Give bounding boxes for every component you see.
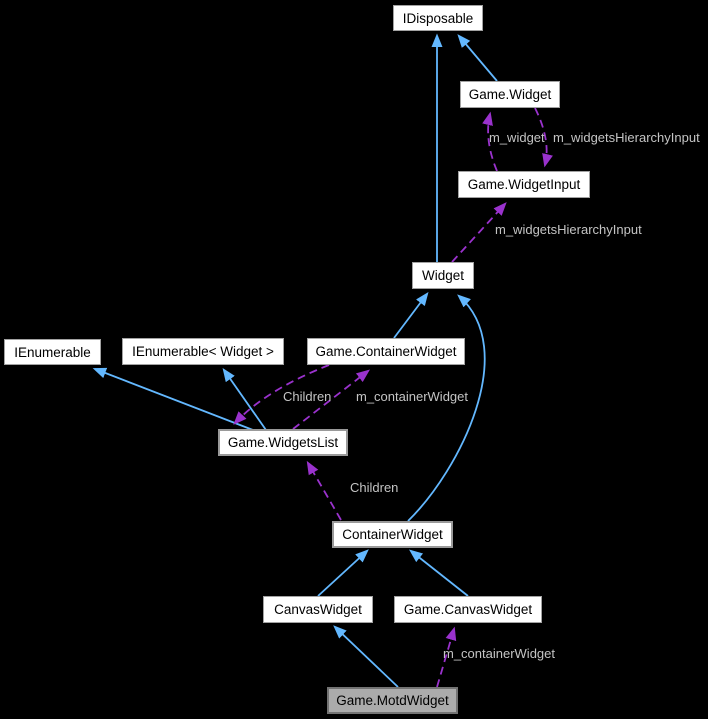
node-game-containerwidget[interactable]: Game.ContainerWidget	[307, 338, 465, 365]
edge-m-widget	[482, 111, 498, 172]
edge-m-widgetshierarchyinput-top	[534, 107, 553, 168]
edge-label-children-lower: Children	[350, 480, 399, 495]
edge-label-m-containerwidget-lower: m_containerWidget	[443, 646, 555, 661]
edge-m-widgetshierarchyinput-mid	[451, 202, 507, 263]
edge-game-widget-to-idisposable	[457, 34, 498, 82]
edge-m-containerwidget-upper	[292, 369, 370, 430]
edge-label-m-containerwidget-upper: m_containerWidget	[356, 389, 468, 404]
node-idisposable[interactable]: IDisposable	[393, 5, 483, 31]
node-game-widgetslist[interactable]: Game.WidgetsList	[218, 429, 348, 456]
node-game-motdwidget: Game.MotdWidget	[327, 687, 458, 714]
edge-children-lower	[306, 460, 342, 521]
node-game-widget[interactable]: Game.Widget	[460, 81, 560, 108]
node-widget[interactable]: Widget	[412, 262, 474, 289]
edge-canvaswidget-to-containerwidget	[317, 549, 369, 597]
node-ienumerable-widget[interactable]: IEnumerable< Widget >	[122, 338, 284, 365]
edge-children-upper	[233, 364, 330, 425]
edge-game-widgetslist-to-ienumerable-widget	[222, 367, 267, 431]
edge-game-motdwidget-to-canvaswidget	[333, 625, 399, 688]
edge-game-containerwidget-to-widget	[393, 292, 429, 339]
node-containerwidget[interactable]: ContainerWidget	[332, 521, 453, 548]
edge-label-children-upper: Children	[283, 389, 332, 404]
node-canvaswidget[interactable]: CanvasWidget	[263, 596, 373, 623]
edge-game-widgetslist-to-ienumerable	[92, 367, 254, 431]
edge-label-m-widgetshierarchyinput-top: m_widgetsHierarchyInput	[553, 130, 700, 145]
node-game-widgetinput[interactable]: Game.WidgetInput	[458, 171, 590, 198]
node-ienumerable[interactable]: IEnumerable	[4, 339, 101, 365]
edge-label-m-widgetshierarchyinput-mid: m_widgetsHierarchyInput	[495, 222, 642, 237]
node-game-canvaswidget[interactable]: Game.CanvasWidget	[394, 596, 542, 623]
edge-m-containerwidget-lower	[436, 626, 457, 688]
edge-label-m-widget: m_widget	[489, 130, 545, 145]
edge-containerwidget-to-widget	[407, 294, 486, 522]
edge-game-canvaswidget-to-containerwidget	[409, 549, 469, 597]
